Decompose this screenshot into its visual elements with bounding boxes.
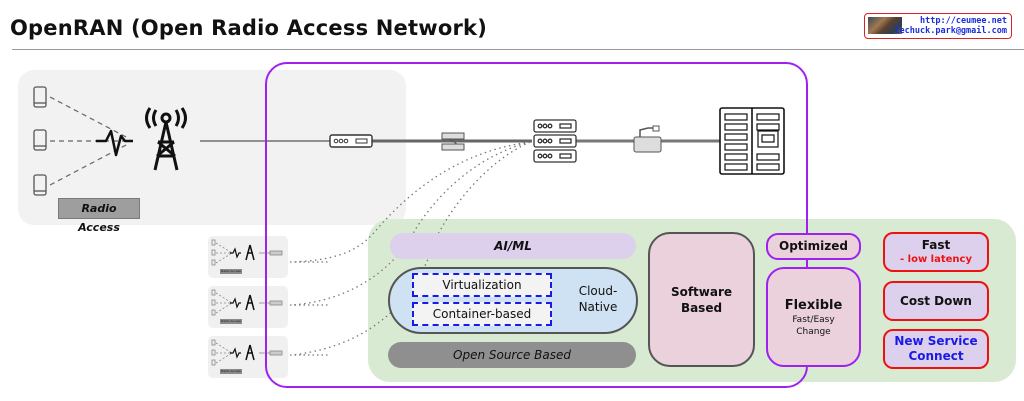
flexible-feature: Flexible Fast/Easy Change — [766, 267, 861, 367]
mini-radio-access-label: Radio Access — [220, 369, 242, 374]
cell-tower-icon — [145, 107, 187, 171]
phone-icon — [33, 129, 47, 151]
server-stack-icon — [533, 119, 577, 163]
software-based-feature: Software Based — [648, 232, 755, 367]
open-source-feature: Open Source Based — [388, 342, 636, 368]
ai-ml-feature: AI/ML — [390, 233, 636, 259]
cloud-native-label: Cloud- Native — [578, 284, 618, 314]
cloud-native-group: Virtualization Container-based Cloud- Na… — [388, 267, 638, 334]
radio-unit-icon — [329, 134, 373, 148]
openran-boundary — [265, 62, 808, 388]
virtualization-box: Virtualization — [412, 273, 552, 297]
benefit-fast: Fast - low latency — [883, 232, 989, 272]
radio-links — [49, 96, 129, 186]
mini-radio-access-unit: Radio Access — [208, 286, 288, 328]
phone-icon — [33, 86, 47, 108]
credit-url[interactable]: http://ceumee.net — [920, 16, 1007, 26]
author-thumbnail — [868, 17, 902, 34]
radio-signal-icon — [96, 129, 133, 157]
data-center-rack-icon — [719, 107, 785, 175]
mini-radio-access-unit: Radio Access — [208, 236, 288, 278]
mini-units-graphics — [211, 239, 283, 366]
benefit-cost-down: Cost Down — [883, 281, 989, 321]
phone-icon — [33, 174, 47, 196]
credit-badge: http://ceumee.net lechuck.park@gmail.com — [864, 13, 1012, 39]
radio-access-label: Radio Access — [58, 198, 140, 234]
flexible-title: Flexible — [784, 297, 843, 313]
container-based-box: Container-based — [412, 302, 552, 326]
optimized-feature: Optimized — [766, 233, 861, 260]
benefit-new-service: New Service Connect — [883, 329, 989, 369]
credit-email[interactable]: lechuck.park@gmail.com — [894, 26, 1007, 36]
title-divider — [12, 49, 1024, 50]
switch-icon — [441, 132, 465, 151]
network-adapter-icon — [633, 125, 662, 153]
mini-radio-access-label: Radio Access — [220, 269, 242, 274]
mini-radio-access-label: Radio Access — [220, 319, 242, 324]
page-title: OpenRAN (Open Radio Access Network) — [10, 16, 487, 40]
dotted-connections — [291, 141, 531, 356]
